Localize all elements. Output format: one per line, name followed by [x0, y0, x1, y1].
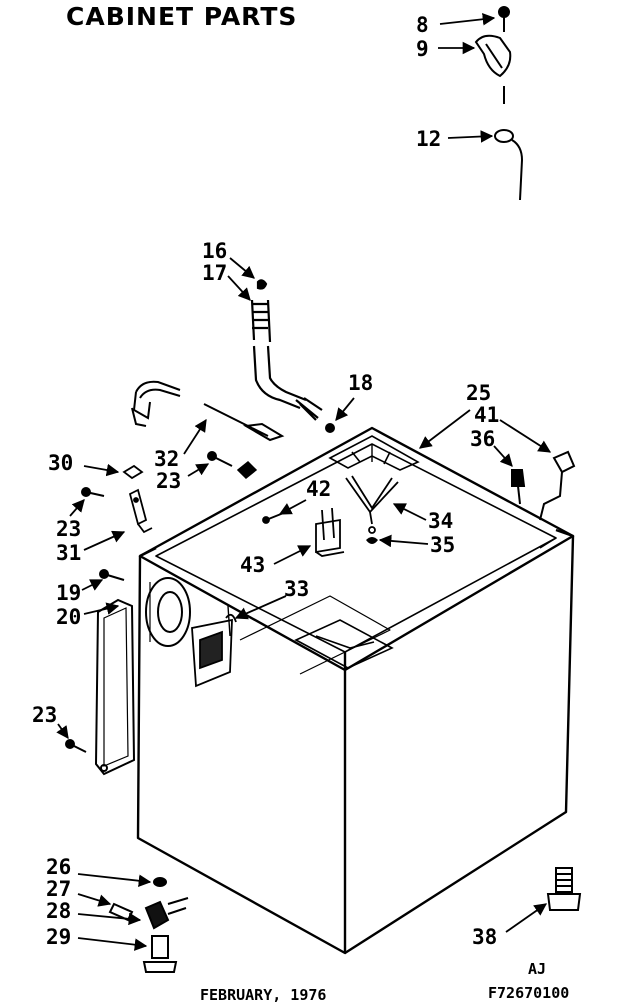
callout-35: 35: [430, 533, 455, 557]
footer-code: AJ: [528, 960, 547, 978]
part-8-screw: [498, 6, 510, 32]
callout-18: 18: [348, 371, 373, 395]
callout-12: 12: [416, 127, 441, 151]
callout-25: 25: [466, 381, 491, 405]
part-23-screw-upper: [81, 451, 233, 497]
callout-30: 30: [48, 451, 73, 475]
callout-36: 36: [470, 427, 495, 451]
part-34-suspension-rod: [345, 475, 399, 534]
part-26-washer: [153, 877, 167, 887]
corner-brace-front: [294, 619, 394, 669]
callout-28: 28: [46, 899, 71, 923]
callout-leaders: [56, 12, 552, 951]
side-opening: [145, 577, 191, 647]
callout-34: 34: [428, 509, 453, 533]
part-32-hose: [131, 380, 285, 442]
part-20-cover-plate: [94, 598, 136, 776]
part-18-nut: [325, 423, 335, 433]
corner-brace-back: [328, 435, 420, 471]
part-33-pump-mount: [191, 613, 237, 688]
part-42-screw: [262, 511, 287, 524]
callout-8: 8: [416, 13, 429, 37]
callout-31: 31: [56, 541, 81, 565]
cabinet-body: [136, 426, 575, 955]
part-43-bracket: [315, 507, 345, 557]
callout-29: 29: [46, 925, 71, 949]
callout-numbers: 8 9 12 16 17 18 25 41 36 30 32 23 42 23 …: [32, 13, 499, 949]
callout-38: 38: [472, 925, 497, 949]
part-41-cap: [539, 450, 576, 521]
part-23-screw-lower: [65, 739, 87, 753]
callout-20: 20: [56, 605, 81, 629]
callout-23-c: 23: [32, 703, 57, 727]
callout-19: 19: [56, 581, 81, 605]
callout-32: 32: [154, 447, 179, 471]
callout-27: 27: [46, 877, 71, 901]
part-38-leveling-leg: [546, 867, 582, 911]
part-35-nut: [366, 537, 378, 544]
part-19-screw: [99, 569, 125, 581]
callout-23-a: 23: [156, 469, 181, 493]
callout-33: 33: [284, 577, 309, 601]
callout-41: 41: [474, 403, 499, 427]
callout-17: 17: [202, 261, 227, 285]
part-27-pin: [108, 902, 134, 922]
callout-23-b: 23: [56, 517, 81, 541]
part-16-17-hose: [250, 279, 323, 421]
part-clip: [236, 460, 258, 480]
footer-date: FEBRUARY, 1976: [200, 986, 327, 1004]
callout-9: 9: [416, 37, 429, 61]
part-29-leveling-leg: [142, 935, 178, 973]
callout-42: 42: [306, 477, 331, 501]
callout-16: 16: [202, 239, 227, 263]
diagram-title: CABINET PARTS: [66, 2, 298, 31]
part-12-grommet: [494, 129, 524, 201]
part-30-clip: [122, 464, 144, 480]
callout-43: 43: [240, 553, 265, 577]
footer-figure-number: F72670100: [488, 984, 570, 1002]
part-31-latch: [128, 488, 153, 534]
part-28-bracket: [144, 897, 189, 930]
part-9-clamp: [474, 34, 512, 104]
part-36-nut: [511, 469, 526, 505]
callout-26: 26: [46, 855, 71, 879]
